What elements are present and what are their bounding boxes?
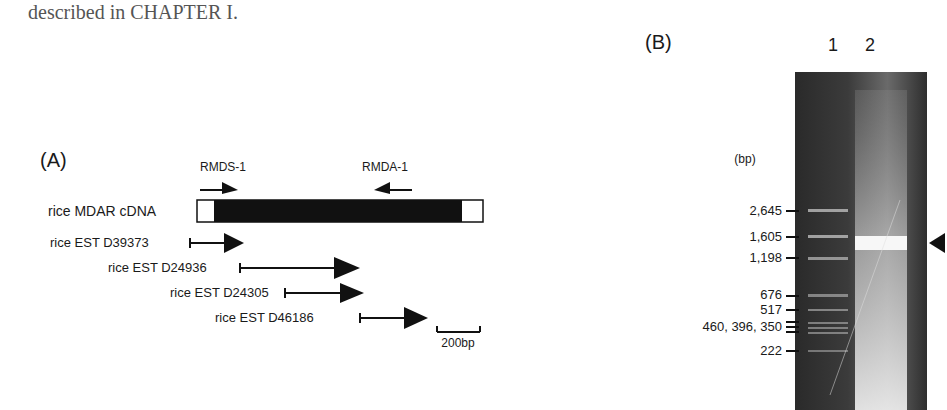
primer-name: RMDA-1 — [362, 161, 408, 175]
coding-region — [214, 200, 462, 222]
scale-label: 200bp — [441, 337, 474, 351]
scale-bar — [437, 326, 480, 332]
size-marker: 1,198 — [749, 251, 782, 266]
cdna-box — [197, 200, 483, 222]
primer-arrows — [200, 182, 412, 194]
est-name: rice EST D24305 — [170, 286, 269, 301]
lane-number: 2 — [865, 35, 875, 56]
est-arrows — [190, 233, 428, 329]
panel-letter: (B) — [645, 31, 672, 54]
primer-name: RMDS-1 — [200, 161, 246, 175]
est-name: rice EST D46186 — [215, 311, 314, 326]
est-name: rice EST D39373 — [50, 236, 149, 251]
page-text: described in CHAPTER I. — [28, 1, 238, 24]
size-marker: 1,605 — [749, 230, 782, 245]
size-marker: 222 — [760, 344, 782, 359]
marker-ticks — [786, 211, 799, 351]
gel-image — [795, 72, 927, 410]
size-marker: 2,645 — [749, 204, 782, 219]
band-arrowhead — [929, 233, 945, 253]
lane-number: 1 — [828, 35, 838, 56]
panel-letter: (A) — [40, 149, 67, 172]
sequence-name: rice MDAR cDNA — [48, 203, 156, 219]
unit-label: (bp) — [734, 153, 755, 167]
size-marker: 460, 396, 350 — [702, 320, 782, 335]
size-marker: 676 — [760, 288, 782, 303]
size-marker: 517 — [760, 303, 782, 318]
est-name: rice EST D24936 — [108, 261, 207, 276]
